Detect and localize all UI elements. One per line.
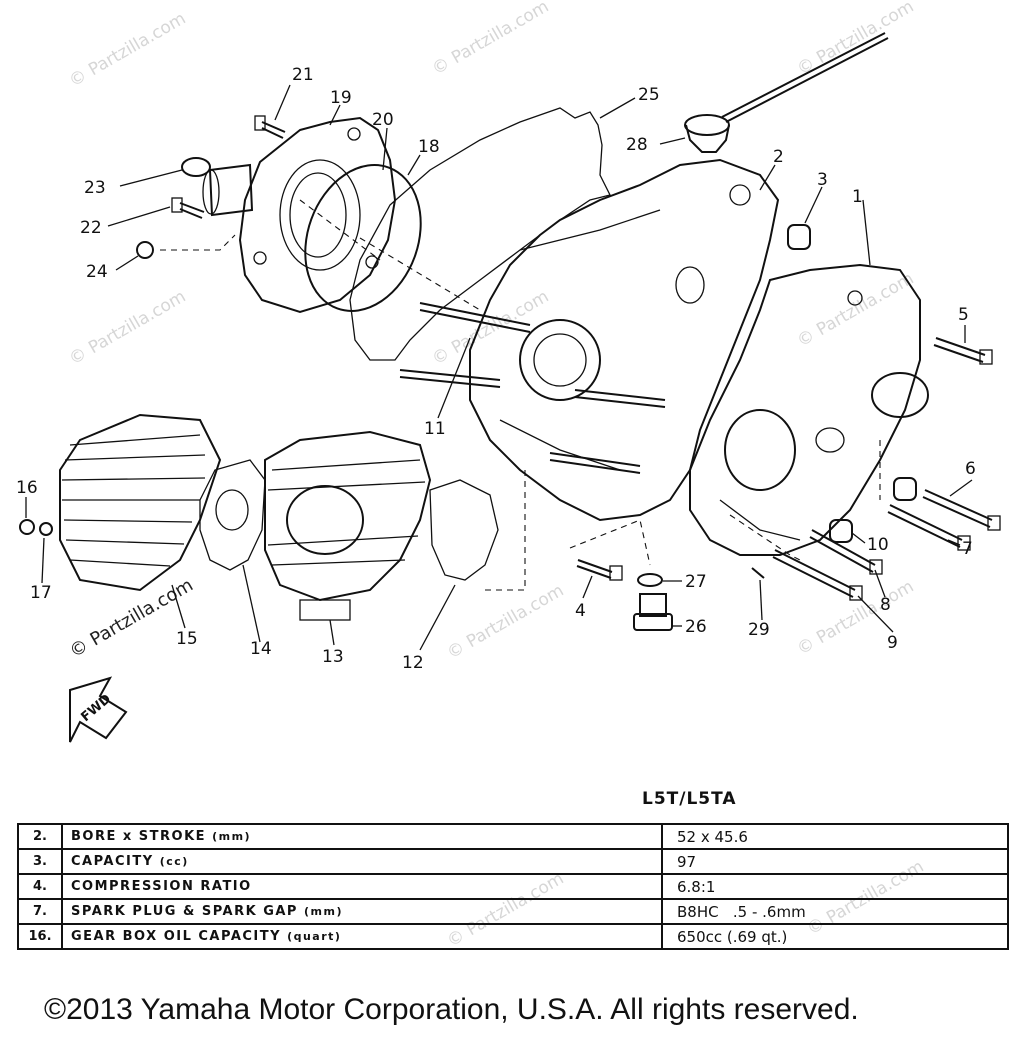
spec-unit: (mm)	[212, 830, 252, 843]
part-label-21: 21	[292, 65, 314, 85]
part-label-25: 25	[638, 85, 660, 105]
spec-num: 16.	[17, 923, 63, 950]
part-label-11: 11	[424, 419, 446, 439]
crankcase-right-half	[469, 158, 780, 522]
spec-table-body: 2. BORE x STROKE (mm) 52 x 45.6 3. CAPAC…	[17, 823, 1009, 950]
guide-line	[569, 519, 651, 566]
spec-value: 97	[661, 848, 1009, 875]
part-label-15: 15	[176, 629, 198, 649]
part-label-28: 28	[626, 135, 648, 155]
spec-row: 4. COMPRESSION RATIO 6.8:1	[17, 873, 1009, 900]
spec-num: 2.	[17, 823, 63, 850]
copyright-notice: ©2013 Yamaha Motor Corporation, U.S.A. A…	[44, 993, 859, 1026]
spec-item-text: COMPRESSION RATIO	[71, 879, 252, 894]
spec-num: 7.	[17, 898, 63, 925]
part-label-13: 13	[322, 647, 344, 667]
spec-item: GEAR BOX OIL CAPACITY (quart)	[61, 923, 663, 950]
spec-row: 16. GEAR BOX OIL CAPACITY (quart) 650cc …	[17, 923, 1009, 950]
part-label-7: 7	[962, 539, 973, 559]
spec-item: COMPRESSION RATIO	[61, 873, 663, 900]
spec-item-text: GEAR BOX OIL CAPACITY	[71, 929, 282, 944]
guide-line	[480, 470, 526, 591]
part-label-10: 10	[867, 535, 889, 555]
part-label-12: 12	[402, 653, 424, 673]
spec-row: 7. SPARK PLUG & SPARK GAP (mm) B8HC .5 -…	[17, 898, 1009, 925]
part-labels: 1 2 3 4 5 6 7 8 9 10 11 12 13 14 15 16 1…	[16, 65, 976, 673]
drain-bolt-26	[633, 593, 673, 631]
dowel-3	[787, 224, 811, 250]
part-label-20: 20	[372, 110, 394, 130]
dowel-10	[829, 519, 853, 543]
part-label-29: 29	[748, 620, 770, 640]
part-label-1: 1	[852, 187, 863, 207]
part-label-19: 19	[330, 88, 352, 108]
dipstick-part	[684, 32, 889, 153]
cover-plate-part	[202, 116, 397, 314]
part-label-4: 4	[575, 601, 586, 621]
cylinder-15	[59, 413, 222, 592]
exploded-crankcase-diagram: 1 2 3 4 5 6 7 8 9 10 11 12 13 14 15 16 1…	[16, 32, 1001, 743]
gasket-12	[429, 479, 499, 581]
spec-item-text: CAPACITY	[71, 854, 154, 869]
spec-unit: (cc)	[159, 855, 189, 868]
part-label-24: 24	[86, 262, 108, 282]
washer-17	[39, 522, 53, 536]
studs-11	[399, 302, 666, 474]
o-ring-18	[304, 164, 422, 312]
bolts-right	[576, 337, 1001, 601]
gasket-14	[199, 459, 266, 571]
part-label-22: 22	[80, 218, 102, 238]
spec-item: SPARK PLUG & SPARK GAP (mm)	[61, 898, 663, 925]
bush-6	[893, 477, 917, 501]
part-label-2: 2	[773, 147, 784, 167]
guide-line	[299, 199, 381, 261]
spec-value: 650cc (.69 qt.)	[661, 923, 1009, 950]
bolts-21-22	[171, 115, 286, 219]
part-label-23: 23	[84, 178, 106, 198]
nut-16	[19, 519, 35, 535]
spec-table: 2. BORE x STROKE (mm) 52 x 45.6 3. CAPAC…	[17, 823, 1009, 950]
spec-item-text: SPARK PLUG & SPARK GAP	[71, 904, 298, 919]
part-label-18: 18	[418, 137, 440, 157]
spec-item: CAPACITY (cc)	[61, 848, 663, 875]
gasket-14-bore	[215, 489, 249, 531]
spec-unit: (mm)	[304, 905, 343, 918]
spec-unit: (quart)	[287, 930, 342, 943]
washer-27	[637, 573, 663, 587]
guide-line	[359, 237, 481, 311]
gasket-25	[349, 107, 611, 361]
part-label-9: 9	[887, 633, 898, 653]
spec-num: 4.	[17, 873, 63, 900]
o-ring-24	[136, 241, 154, 259]
part-label-27: 27	[685, 572, 707, 592]
cylinder-13	[264, 430, 432, 621]
o-ring-23	[181, 157, 211, 177]
pin-29	[751, 567, 765, 579]
spec-item: BORE x STROKE (mm)	[61, 823, 663, 850]
spec-item-text: BORE x STROKE	[71, 829, 207, 844]
part-label-26: 26	[685, 617, 707, 637]
part-label-6: 6	[965, 459, 976, 479]
fwd-label: FWD	[78, 692, 114, 725]
spec-row: 3. CAPACITY (cc) 97	[17, 848, 1009, 875]
part-label-3: 3	[817, 170, 828, 190]
spec-num: 3.	[17, 848, 63, 875]
guide-line	[729, 514, 801, 561]
leader-lines	[25, 84, 973, 651]
crankcase-left-half	[689, 263, 929, 556]
part-label-5: 5	[958, 305, 969, 325]
model-heading: L5T/L5TA	[642, 789, 737, 809]
spec-value: 6.8:1	[661, 873, 1009, 900]
guide-line	[160, 234, 236, 251]
spec-value: 52 x 45.6	[661, 823, 1009, 850]
part-label-14: 14	[250, 639, 272, 659]
spec-value: B8HC .5 - .6mm	[661, 898, 1009, 925]
part-label-17: 17	[30, 583, 52, 603]
spec-row: 2. BORE x STROKE (mm) 52 x 45.6	[17, 823, 1009, 850]
forward-direction-arrow-icon: FWD	[69, 676, 128, 743]
part-label-16: 16	[16, 478, 38, 498]
part-label-8: 8	[880, 595, 891, 615]
